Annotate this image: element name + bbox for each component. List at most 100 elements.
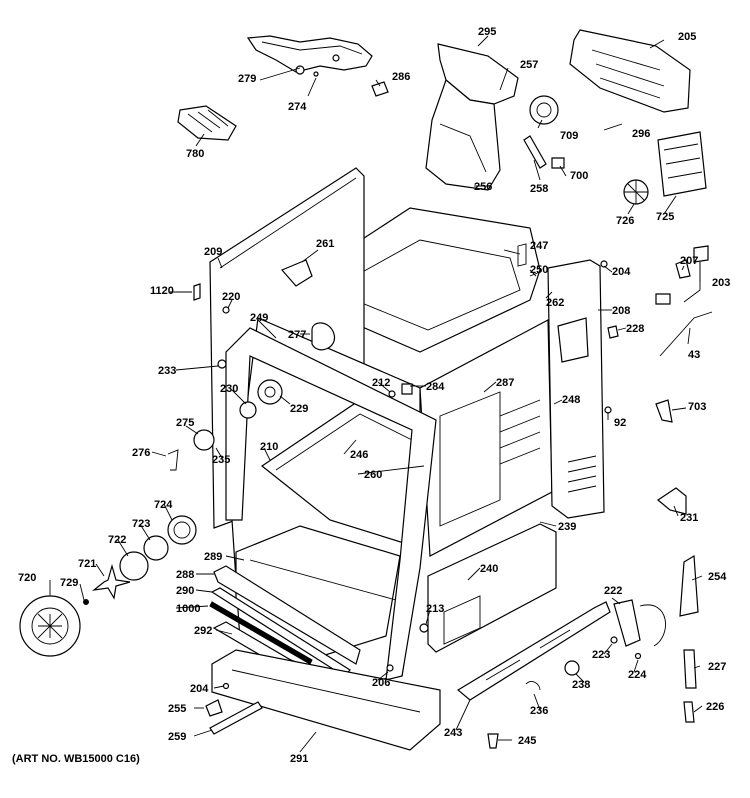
part-247 — [517, 243, 527, 267]
part-250 — [529, 271, 541, 277]
part-223 — [610, 636, 618, 644]
label-212: 212 — [372, 377, 390, 389]
label-259: 259 — [168, 731, 186, 743]
label-258: 258 — [530, 183, 548, 195]
label-92: 92 — [614, 417, 626, 429]
art-number: (ART NO. WB15000 C16) — [12, 753, 140, 765]
label-255: 255 — [168, 703, 186, 715]
burner-bracket-assembly — [246, 35, 373, 77]
label-291: 291 — [290, 753, 308, 765]
bracket-780 — [177, 105, 237, 141]
part-228 — [607, 325, 619, 339]
label-222: 222 — [604, 585, 622, 597]
callout-labels: 295 205 257 279 286 274 709 296 780 258 … — [12, 26, 730, 765]
label-230: 230 — [220, 383, 238, 395]
label-725: 725 — [656, 211, 674, 223]
hook-222 — [639, 604, 666, 647]
label-726: 726 — [616, 215, 634, 227]
part-236 — [525, 681, 541, 691]
label-276: 276 — [132, 447, 150, 459]
label-290: 290 — [176, 585, 194, 597]
part-233 — [217, 359, 227, 369]
label-292: 292 — [194, 625, 212, 637]
label-261: 261 — [316, 238, 334, 250]
part-220 — [222, 306, 230, 314]
label-257: 257 — [520, 59, 538, 71]
nut-729 — [83, 599, 89, 605]
label-274: 274 — [288, 101, 307, 113]
screw-245 — [487, 733, 499, 749]
label-209: 209 — [204, 246, 222, 258]
part-230 — [239, 401, 257, 419]
label-43: 43 — [688, 349, 700, 361]
part-261 — [280, 259, 313, 287]
gasket-1000 — [209, 601, 313, 665]
part-700 — [551, 157, 565, 169]
label-229: 229 — [290, 403, 308, 415]
fan-709 — [529, 95, 559, 125]
label-279: 279 — [238, 73, 256, 85]
part-258 — [523, 135, 547, 169]
part-226 — [683, 701, 695, 723]
label-204-bottom: 204 — [190, 683, 209, 695]
label-289: 289 — [204, 551, 222, 563]
label-722: 722 — [108, 534, 126, 546]
label-205: 205 — [678, 31, 696, 43]
label-295: 295 — [478, 26, 496, 38]
label-226: 226 — [706, 701, 724, 713]
part-262 — [655, 293, 671, 305]
part-238 — [564, 660, 580, 676]
trim-288 — [213, 565, 361, 665]
part-1120 — [193, 283, 201, 301]
label-260: 260 — [364, 469, 382, 481]
label-288: 288 — [176, 569, 194, 581]
label-780: 780 — [186, 148, 204, 160]
label-287: 287 — [496, 377, 514, 389]
label-227: 227 — [708, 661, 726, 673]
leader-lines — [49, 35, 703, 753]
label-709: 709 — [560, 130, 578, 142]
label-224: 224 — [628, 669, 647, 681]
label-213: 213 — [426, 603, 444, 615]
label-724: 724 — [154, 499, 173, 511]
label-723: 723 — [132, 518, 150, 530]
part-255 — [205, 699, 223, 717]
part-204-bottom — [222, 682, 230, 690]
label-248: 248 — [562, 394, 580, 406]
igniter-227 — [683, 649, 697, 689]
part-224 — [634, 652, 642, 660]
label-235: 235 — [212, 454, 230, 466]
lamp-275 — [193, 429, 215, 451]
manifold-243 — [456, 601, 611, 701]
label-700: 700 — [570, 170, 588, 182]
lower-panel-240 — [427, 523, 557, 653]
label-262: 262 — [546, 297, 564, 309]
bracket-222 — [613, 599, 641, 647]
label-720: 720 — [18, 572, 36, 584]
label-284: 284 — [426, 381, 445, 393]
wire-43 — [659, 311, 713, 357]
label-203: 203 — [712, 277, 730, 289]
label-228: 228 — [626, 323, 644, 335]
front-frame — [225, 327, 437, 681]
rod-259 — [209, 701, 263, 735]
part-703 — [655, 399, 673, 423]
label-1000: 1000 — [176, 603, 200, 615]
part-254 — [679, 554, 699, 617]
part-212 — [388, 390, 396, 398]
part-231 — [656, 487, 687, 515]
label-246: 246 — [350, 449, 368, 461]
label-249: 249 — [250, 312, 268, 324]
label-250: 250 — [530, 264, 548, 276]
label-210: 210 — [260, 441, 278, 453]
label-243: 243 — [444, 727, 462, 739]
label-286: 286 — [392, 71, 410, 83]
part-229 — [257, 379, 283, 405]
part-276 — [167, 449, 179, 471]
clip-286 — [371, 81, 389, 97]
label-277: 277 — [288, 329, 306, 341]
label-256: 256 — [474, 181, 492, 193]
label-231: 231 — [680, 512, 698, 524]
element-724 — [167, 515, 197, 545]
